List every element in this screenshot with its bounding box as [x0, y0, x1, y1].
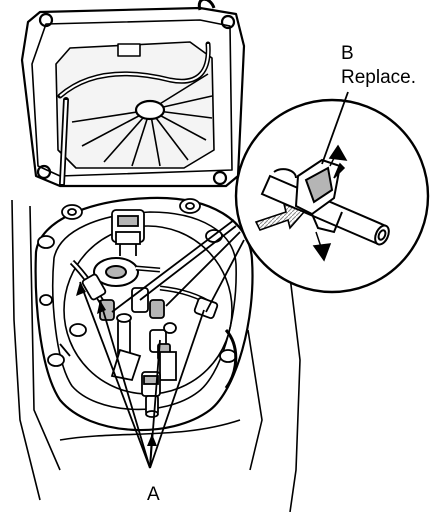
zoom-detail-circle: [234, 91, 430, 294]
lift-up-arrow-icon: [328, 144, 348, 179]
release-down-arrow-icon: [312, 231, 332, 262]
callout-a-leaders: [79, 281, 205, 469]
push-arrow-icon: [254, 202, 306, 231]
pump-outlets: [59, 322, 238, 389]
callout-b-note: Replace.: [341, 67, 416, 88]
callout-a-arrowheads: [76, 282, 157, 446]
callout-b-label: B: [341, 43, 354, 64]
electrical-connector: [111, 209, 145, 256]
clip-b: [294, 158, 343, 234]
zoom-leaders: [111, 219, 245, 313]
callout-b-leader: [321, 91, 349, 165]
access-cover: [20, 0, 246, 188]
callout-a-label: A: [147, 484, 160, 505]
